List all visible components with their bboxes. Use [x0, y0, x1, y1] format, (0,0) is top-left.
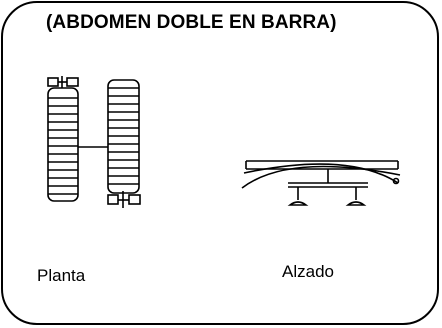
plan-view-drawing: [47, 76, 141, 208]
diagram-title: (ABDOMEN DOBLE EN BARRA): [46, 12, 337, 33]
bench-slats: [48, 87, 139, 195]
curved-bar-left: [241, 165, 401, 189]
left-bench-head: [47, 76, 79, 88]
left-bench-pad: [47, 87, 79, 202]
curved-bar-right: [243, 163, 399, 184]
plan-label: Planta: [37, 266, 86, 285]
right-bench-foot: [107, 191, 141, 208]
elevation-view-drawing: [241, 160, 401, 206]
elevation-label: Alzado: [282, 262, 334, 281]
